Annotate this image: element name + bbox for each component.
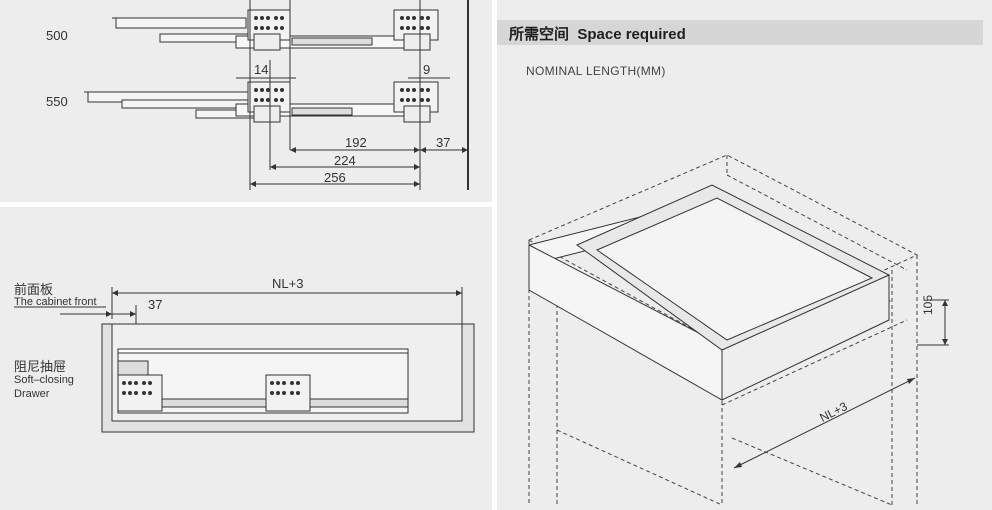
dim-105: 105 bbox=[921, 294, 935, 315]
header-title-cn: 所需空间 bbox=[509, 26, 570, 43]
dim-14: 14 bbox=[254, 62, 269, 77]
slide-dimension-drawing bbox=[84, 0, 469, 190]
dim-9: 9 bbox=[423, 62, 431, 77]
cabinet-section-drawing bbox=[14, 287, 475, 433]
length-label-550: 550 bbox=[46, 94, 68, 109]
header-title-en: Space required bbox=[577, 26, 686, 43]
slide-length-panel: 500 550 14 9 192 37 224 256 bbox=[0, 0, 492, 202]
dim-256: 256 bbox=[324, 170, 346, 185]
drawer-label-cn: 阻尼抽屉 bbox=[14, 359, 67, 374]
front-label-en: The cabinet front bbox=[14, 296, 97, 308]
front-label-cn: 前面板 bbox=[14, 282, 54, 297]
cabinet-section-panel: 前面板 The cabinet front 阻尼抽屉 Soft–closing … bbox=[0, 207, 492, 510]
drawer-label-en-2: Drawer bbox=[14, 388, 50, 400]
isometric-drawer-drawing bbox=[528, 154, 949, 506]
dim-nl-plus-3: NL+3 bbox=[272, 276, 304, 291]
dim-224: 224 bbox=[334, 153, 356, 168]
length-label-500: 500 bbox=[46, 28, 68, 43]
dim-37-front: 37 bbox=[148, 297, 163, 312]
space-required-panel: 所需空间 Space required NOMINAL LENGTH(MM) bbox=[497, 0, 992, 510]
drawer-label-en-1: Soft–closing bbox=[14, 374, 74, 386]
nominal-length-subtitle: NOMINAL LENGTH(MM) bbox=[526, 64, 666, 78]
dim-37: 37 bbox=[436, 135, 451, 150]
space-required-header: 所需空间 Space required bbox=[497, 20, 983, 45]
dim-192: 192 bbox=[345, 135, 367, 150]
